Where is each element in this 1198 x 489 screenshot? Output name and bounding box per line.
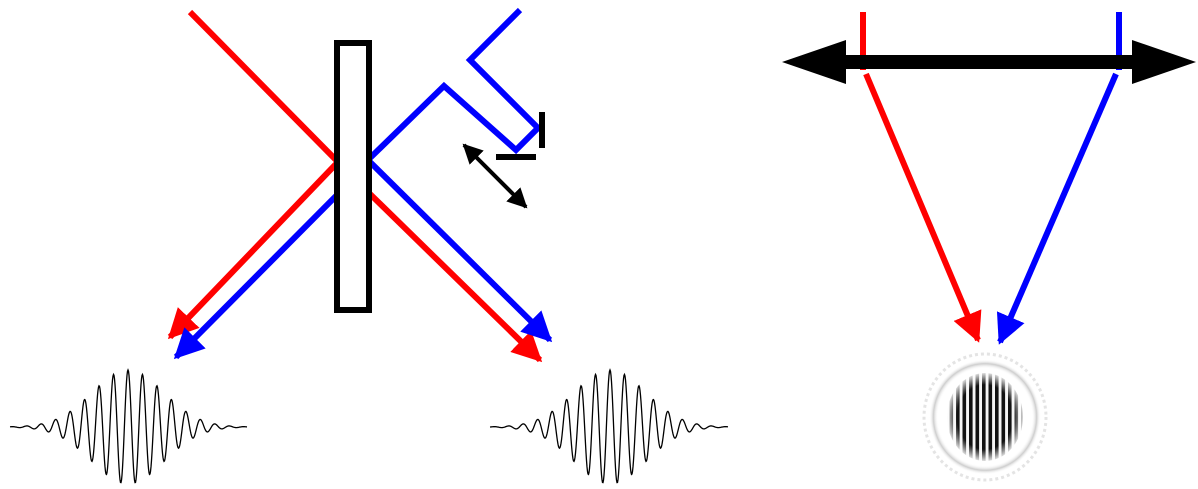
blue-beam-focused (996, 72, 1119, 345)
red-beam-transmitted (367, 191, 543, 363)
focusing-section (782, 12, 1196, 483)
blue-beam-delay-path (367, 7, 543, 161)
lens-icon (782, 40, 1196, 84)
blue-beam-reflected (173, 193, 339, 360)
red-beam-reflected (167, 161, 339, 340)
wave-packet-icon (489, 368, 729, 484)
blue-beam-transmitted (367, 159, 553, 343)
red-beam-incoming (187, 9, 339, 163)
translation-arrow-icon (462, 143, 528, 209)
wave-packet-icon (9, 368, 248, 484)
beam-splitter-icon (334, 40, 372, 313)
interference-pattern-icon (922, 352, 1048, 483)
red-beam-focused (863, 72, 982, 343)
interferometer-section (9, 7, 729, 484)
